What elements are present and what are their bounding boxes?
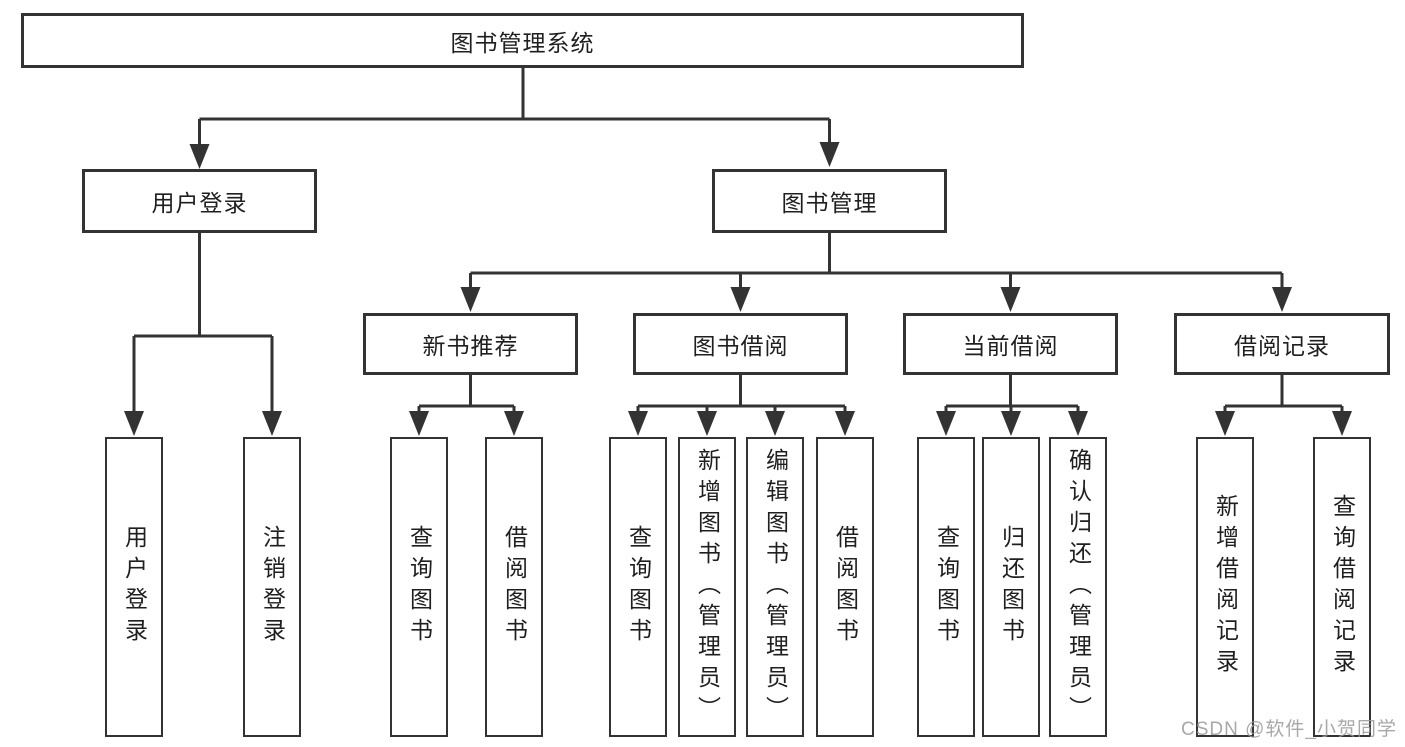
node-borrowing-records: 借阅记录 [1174, 313, 1390, 375]
leaf-query-books-recommend: 查询图书 [390, 437, 448, 737]
node-new-book-recommendation: 新书推荐 [363, 313, 578, 375]
node-label: 当前借阅 [962, 333, 1059, 359]
leaf-label: 查询图书 [625, 525, 652, 649]
leaf-label: 确认归还（管理员） [1065, 447, 1092, 727]
node-root-library-system: 图书管理系统 [21, 13, 1024, 68]
leaf-add-borrow-record: 新增借阅记录 [1196, 437, 1254, 737]
csdn-watermark: CSDN @软件_小贺同学 [1181, 719, 1397, 740]
leaf-query-books-borrow: 查询图书 [609, 437, 667, 737]
arrowhead-icon [1000, 287, 1021, 312]
node-book-management: 图书管理 [712, 169, 947, 233]
leaf-label: 查询借阅记录 [1329, 494, 1356, 680]
leaf-return-books: 归还图书 [982, 437, 1040, 737]
arrowhead-icon [819, 142, 840, 167]
arrowhead-icon [1215, 411, 1235, 436]
arrowhead-icon [765, 411, 785, 436]
arrowhead-icon [1068, 411, 1088, 436]
arrowhead-icon [409, 411, 429, 436]
leaf-label: 注销登录 [259, 525, 286, 649]
arrowhead-icon [697, 411, 717, 436]
leaf-label: 新增图书（管理员） [694, 447, 721, 727]
arrowhead-icon [504, 411, 524, 436]
leaf-label: 借阅图书 [832, 525, 859, 649]
leaf-logout: 注销登录 [243, 437, 301, 737]
arrowhead-icon [936, 411, 956, 436]
leaf-edit-books-admin: 编辑图书（管理员） [746, 437, 804, 737]
arrowhead-icon [628, 411, 648, 436]
leaf-label: 归还图书 [998, 525, 1025, 649]
arrowhead-icon [460, 287, 481, 312]
arrowhead-icon [262, 411, 282, 436]
leaf-label: 查询图书 [406, 525, 433, 649]
leaf-label: 借阅图书 [501, 525, 528, 649]
leaf-label: 查询图书 [933, 525, 960, 649]
node-label: 用户登录 [151, 190, 248, 216]
leaf-borrow-books-recommend: 借阅图书 [485, 437, 543, 737]
node-label: 图书管理系统 [450, 29, 595, 56]
arrowhead-icon [124, 411, 144, 436]
node-current-borrowing: 当前借阅 [903, 313, 1118, 375]
arrowhead-icon [1272, 287, 1292, 312]
leaf-label: 用户登录 [121, 525, 148, 649]
node-label: 图书管理 [781, 190, 878, 216]
node-book-borrowing: 图书借阅 [633, 313, 848, 375]
leaf-confirm-return-admin: 确认归还（管理员） [1049, 437, 1107, 737]
arrowhead-icon [1332, 411, 1352, 436]
leaf-label: 新增借阅记录 [1212, 494, 1239, 680]
node-label: 借阅记录 [1234, 333, 1330, 359]
leaf-label: 编辑图书（管理员） [762, 447, 789, 727]
node-label: 图书借阅 [692, 333, 789, 359]
leaf-query-borrow-record: 查询借阅记录 [1313, 437, 1371, 737]
leaf-query-books-current: 查询图书 [917, 437, 975, 737]
node-user-login: 用户登录 [82, 169, 317, 233]
arrowhead-icon [189, 144, 210, 169]
arrowhead-icon [1001, 411, 1021, 436]
arrowhead-icon [730, 287, 751, 312]
leaf-add-books-admin: 新增图书（管理员） [678, 437, 736, 737]
node-label: 新书推荐 [422, 333, 519, 359]
arrowhead-icon [835, 411, 855, 436]
leaf-user-login: 用户登录 [105, 437, 163, 737]
leaf-borrow-books: 借阅图书 [816, 437, 874, 737]
